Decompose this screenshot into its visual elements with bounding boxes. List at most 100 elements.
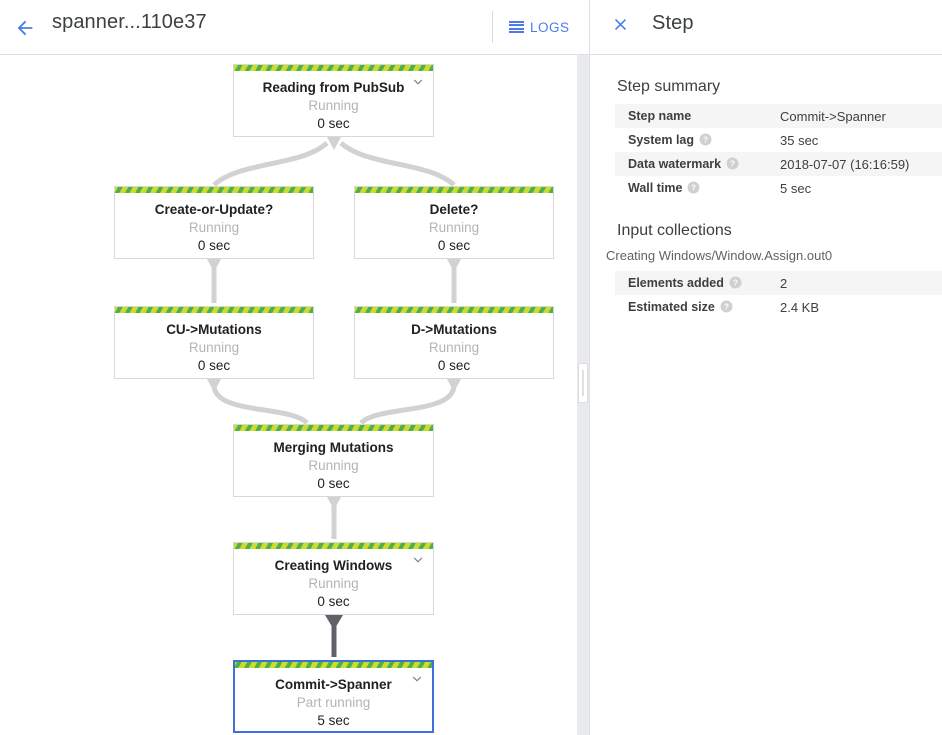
page-title: spanner...110e37 [52,11,207,33]
node-status: Running [428,220,480,235]
row-value: 2018-07-07 (16:16:59) [780,156,910,172]
node-status-stripe [115,307,313,313]
app-header: spanner...110e37 LOGS [0,0,589,55]
step-panel-header: Step [590,0,942,55]
node-body: Create-or-Update? Running 0 sec [115,193,313,258]
row-value: 2.4 KB [780,299,820,315]
chevron-down-icon[interactable] [411,553,425,567]
graph-node-create-or-update[interactable]: Create-or-Update? Running 0 sec [114,186,314,259]
node-status-stripe [234,543,433,549]
node-title: D->Mutations [411,322,497,337]
node-status: Running [308,458,359,473]
row-key-label: System lag [628,133,695,147]
node-title: Reading from PubSub [262,80,405,95]
input-collection-name: Creating Windows/Window.Assign.out0 [606,248,833,263]
row-key: Step name [615,104,780,128]
chevron-down-icon[interactable] [411,75,425,89]
svg-text:?: ? [730,159,735,168]
close-icon [611,15,630,39]
row-key-label: Elements added [628,276,724,290]
node-title: Merging Mutations [273,440,394,455]
arrow-left-icon [14,17,36,39]
row-value: Commit->Spanner [780,108,886,124]
node-elapsed-time: 0 sec [197,358,231,373]
logs-button[interactable]: LOGS [509,13,570,41]
node-status-stripe [355,187,553,193]
svg-text:?: ? [691,183,696,192]
close-button[interactable] [603,10,637,44]
row-value: 35 sec [780,132,819,148]
help-icon[interactable]: ? [726,157,739,170]
pane-resize-grip[interactable] [578,363,588,403]
row-key-label: Step name [628,109,692,123]
row-value: 2 [780,275,788,291]
node-status-stripe [355,307,553,313]
step-panel-title: Step [652,12,694,34]
node-status: Running [188,340,240,355]
node-title: Delete? [429,202,479,217]
node-elapsed-time: 0 sec [317,594,350,609]
node-title: CU->Mutations [166,322,262,337]
row-value: 5 sec [780,180,812,196]
table-row: Elements added? 2 [615,271,942,295]
node-status: Running [308,98,359,113]
node-title: Create-or-Update? [154,202,274,217]
node-status-stripe [234,65,433,71]
help-icon[interactable]: ? [699,133,712,146]
job-graph-pane: spanner...110e37 LOGS [0,0,589,735]
row-key-label: Estimated size [628,300,715,314]
logs-button-label: LOGS [530,19,570,35]
svg-text:?: ? [703,135,708,144]
svg-text:?: ? [724,302,729,311]
node-status-stripe [235,662,432,668]
header-divider [492,11,493,43]
pane-resize-divider[interactable] [577,55,589,735]
node-status-stripe [115,187,313,193]
node-elapsed-time: 0 sec [317,476,350,491]
node-title: Creating Windows [274,558,393,573]
node-status: Running [308,576,359,591]
help-icon[interactable]: ? [687,181,700,194]
node-title: Commit->Spanner [275,677,392,692]
chevron-down-icon[interactable] [410,672,424,686]
node-status: Running [188,220,240,235]
hamburger-icon [509,21,524,33]
node-status: Running [428,340,480,355]
node-elapsed-time: 0 sec [197,238,231,253]
node-status-stripe [234,425,433,431]
row-key: Data watermark? [615,152,780,176]
graph-edges [207,137,461,657]
help-icon[interactable]: ? [720,300,733,313]
row-key: Estimated size? [615,295,780,319]
table-row: Wall time?5 sec [615,176,942,200]
pane-border [589,0,590,735]
input-collections-heading: Input collections [617,222,732,239]
row-key: Wall time? [615,176,780,200]
row-key: System lag? [615,128,780,152]
back-button[interactable] [6,9,44,47]
row-key-label: Data watermark [628,157,722,171]
node-elapsed-time: 0 sec [437,358,471,373]
step-summary-heading: Step summary [617,78,721,95]
step-details-pane: Step Step summary Step name Commit->Spann… [590,0,942,735]
table-row: Estimated size?2.4 KB [615,295,942,319]
node-status: Part running [296,695,371,710]
svg-text:?: ? [733,278,738,287]
help-icon[interactable]: ? [729,276,742,289]
table-row: Step name Commit->Spanner [615,104,942,128]
